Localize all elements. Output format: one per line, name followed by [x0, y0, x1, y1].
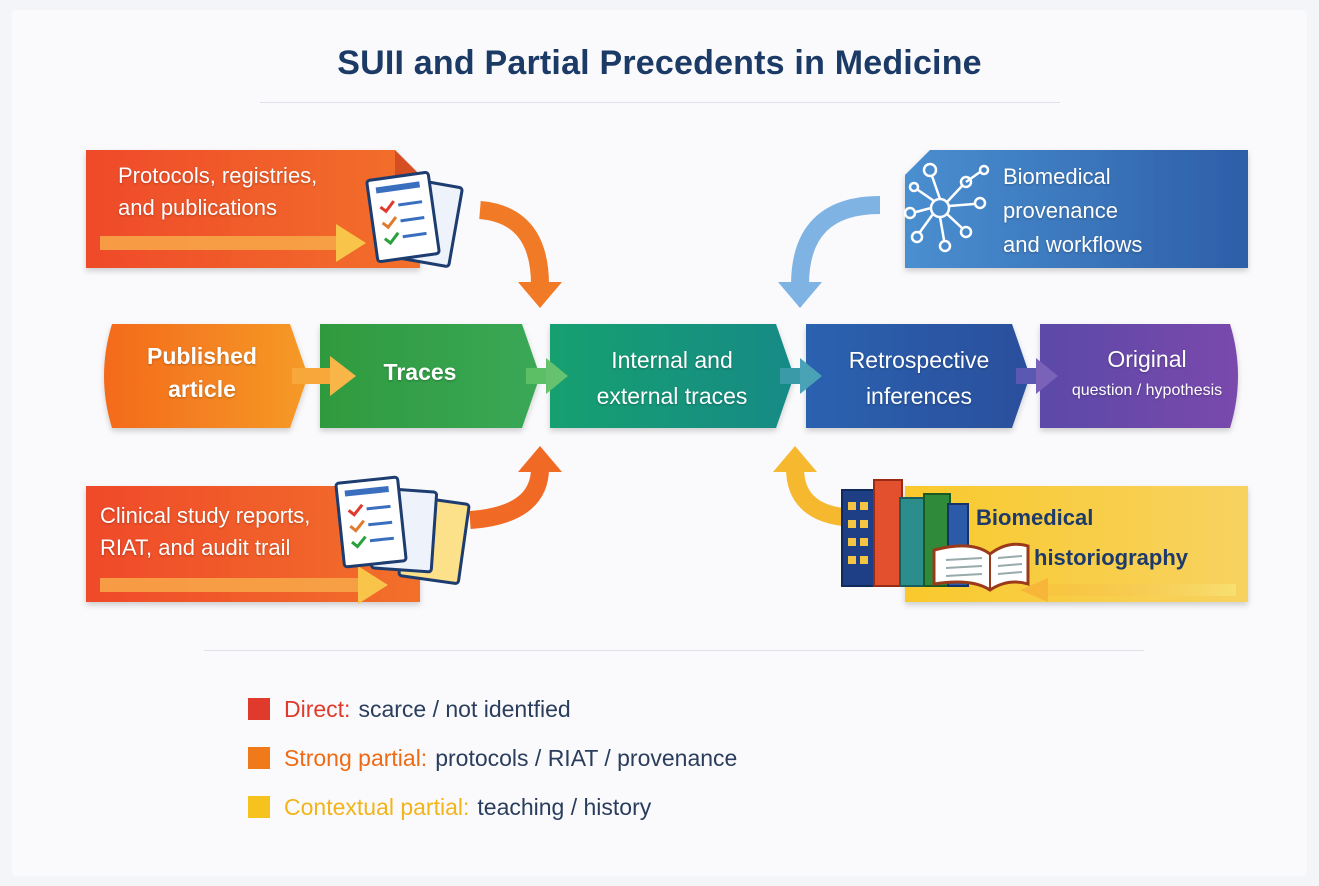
- curved-arrow-protocols: [478, 201, 562, 308]
- legend-swatch-strong-partial: [248, 747, 270, 769]
- pipeline-connector-3: [780, 358, 822, 394]
- historiography-line-1: Biomedical: [976, 505, 1094, 530]
- legend-item-direct: Direct: scarce / not identfied: [248, 694, 571, 724]
- historiography-line-2: historiography: [1034, 545, 1189, 570]
- pipeline-connector-4: [1016, 358, 1058, 394]
- pipeline-step-traces: [320, 324, 540, 428]
- legend-item-contextual-partial: Contextual partial: teaching / history: [248, 792, 651, 822]
- legend-swatch-contextual-partial: [248, 796, 270, 818]
- protocols-inner-arrow: [100, 224, 366, 262]
- pipeline-label-line-1: Retrospective: [848, 347, 990, 373]
- pipeline-connector-1: [292, 356, 356, 396]
- legend-key-contextual-partial: Contextual partial:: [284, 793, 470, 820]
- legend-value-direct: scarce / not identfied: [358, 695, 571, 722]
- legend-value-contextual-partial: teaching / history: [477, 793, 652, 820]
- curved-arrow-provenance: [778, 196, 881, 308]
- provenance-line-1: Biomedical: [1003, 164, 1111, 189]
- csr-line-1: Clinical study reports,: [100, 503, 311, 528]
- legend-divider: [204, 650, 1144, 651]
- document-checklist-icon: [365, 170, 464, 268]
- pipeline-label-line-2: question / hypothesis: [1071, 382, 1223, 399]
- pipeline-label-line-2: inferences: [865, 383, 973, 409]
- legend-item-strong-partial: Strong partial: protocols / RIAT / prove…: [248, 743, 737, 773]
- csr-text: Clinical study reports, RIAT, and audit …: [100, 500, 310, 564]
- diagram-title: SUII and Partial Precedents in Medicine: [337, 44, 982, 82]
- pipeline-connector-2: [526, 358, 568, 394]
- csr-line-2: RIAT, and audit trail: [100, 535, 291, 560]
- title-divider: [260, 102, 1060, 103]
- protocols-line-1: Protocols, registries,: [118, 163, 318, 188]
- legend-key-strong-partial: Strong partial:: [284, 744, 428, 771]
- legend-swatch-direct: [248, 698, 270, 720]
- provenance-text: Biomedical provenance and workflows: [1003, 160, 1142, 262]
- pipeline-label-traces: Traces: [320, 356, 520, 389]
- curved-arrow-csr: [469, 446, 562, 529]
- legend-key-direct: Direct:: [284, 695, 351, 722]
- csr-box: [86, 486, 420, 602]
- protocols-line-2: and publications: [118, 195, 278, 220]
- protocols-text: Protocols, registries, and publications: [118, 160, 317, 224]
- pipeline-label-line-1: Original: [1107, 346, 1187, 372]
- pipeline-label-line-2: article: [168, 376, 236, 402]
- pipeline-step-retrospective-inferences: [806, 324, 1030, 428]
- provenance-line-3: and workflows: [1003, 232, 1143, 257]
- pipeline-step-internal-external-traces: [550, 324, 794, 428]
- pipeline-label-line-1: Published: [147, 343, 257, 369]
- provenance-line-2: provenance: [1003, 198, 1118, 223]
- pipeline-label-published-article: Published article: [112, 340, 292, 406]
- pipeline-label-retrospective: Retrospective inferences: [808, 342, 1030, 414]
- pipeline-step-published-article: [104, 324, 308, 428]
- pipeline-label-original: Original question / hypothesis: [1052, 342, 1242, 406]
- pipeline-step-original-question: [1040, 324, 1238, 428]
- pipeline-label-line-2: external traces: [596, 383, 748, 409]
- csr-inner-arrow: [100, 566, 388, 604]
- legend-value-strong-partial: protocols / RIAT / provenance: [435, 744, 738, 771]
- provenance-box: [905, 150, 1248, 268]
- network-graph-icon: [903, 162, 990, 253]
- pipeline-label-line-1: Traces: [383, 359, 457, 385]
- historiography-text: Biomedical historiography: [976, 498, 1188, 578]
- historiography-inner-arrow: [1020, 578, 1236, 602]
- books-icon: [841, 479, 1030, 592]
- document-checklist-icon: [334, 475, 471, 585]
- pipeline-label-internal-external: Internal and external traces: [552, 342, 792, 414]
- pipeline-label-line-1: Internal and: [611, 347, 733, 373]
